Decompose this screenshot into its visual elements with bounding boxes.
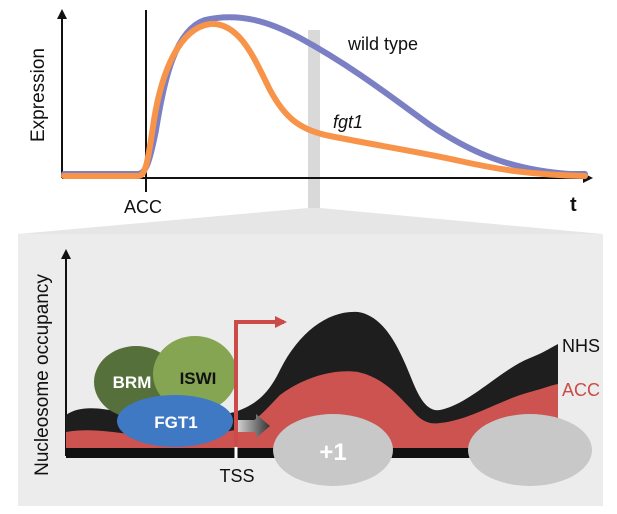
iswi-label: ISWI	[180, 369, 217, 388]
brm-label: BRM	[113, 373, 152, 392]
plus1-nucleosome	[273, 414, 393, 486]
fgt1-protein	[117, 395, 233, 447]
gray-direction-arrow	[238, 414, 270, 438]
acc-occupancy-profile	[66, 371, 558, 448]
time-axis-label: t	[570, 194, 577, 216]
highlight-band	[308, 30, 320, 208]
wild-type-label: wild type	[347, 34, 418, 54]
acc-marker-label: ACC	[124, 197, 162, 217]
acc-condition-label: ACC	[562, 380, 600, 400]
nucleosome-panel: Nucleosome occupancy +1 BRM ISWI FGT1 TS…	[18, 234, 603, 506]
expression-plot: Expression ACC t wild type fgt1	[28, 9, 593, 217]
wild-type-curve	[61, 14, 588, 177]
fgt1-label: fgt1	[333, 112, 363, 132]
fgt1-curve	[61, 20, 588, 179]
fgt1-protein-label: FGT1	[154, 413, 197, 432]
plus1-nucleosome-label: +1	[319, 439, 346, 466]
transcription-start-arrow	[234, 316, 287, 446]
iswi-protein	[153, 336, 237, 412]
zoom-connector	[18, 208, 603, 234]
nhs-label: NHS	[562, 336, 600, 356]
next-nucleosome	[468, 414, 592, 486]
occupancy-axis-label: Nucleosome occupancy	[32, 274, 53, 476]
tss-label: TSS	[219, 466, 254, 486]
expression-axis-label: Expression	[28, 48, 49, 142]
